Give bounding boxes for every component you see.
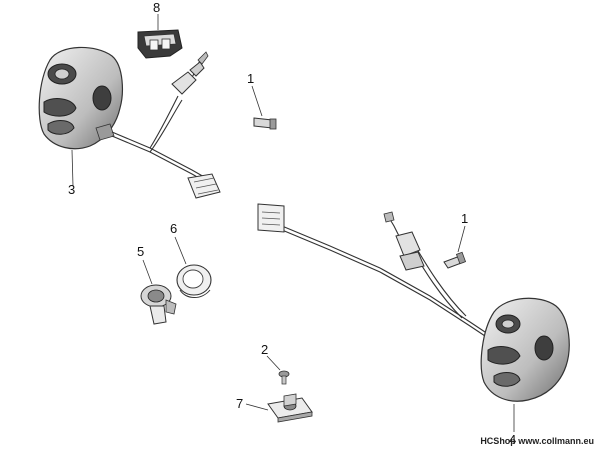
right-harness-plug [383,211,425,271]
leader-7 [245,403,269,411]
leader-6 [174,236,187,265]
callout-1-lower: 1 [461,211,469,226]
callout-2: 2 [261,342,269,357]
part-2-screw [278,370,290,385]
right-harness-connector [257,203,285,233]
callout-1-upper: 1 [247,71,255,86]
callout-4: 4 [509,432,517,447]
leader-5 [142,259,153,285]
callout-6: 6 [170,221,178,236]
leader-1a [251,85,263,117]
callout-8: 8 [153,0,161,15]
leader-1b [457,225,466,253]
part-7-clamp-plate [267,393,313,423]
part-3-left-switch-housing [38,46,123,150]
left-harness-connector [187,173,221,199]
part-8-switch-connector [137,29,183,59]
left-harness-plug [171,51,209,95]
part-6-ring-cover [176,264,212,298]
part-4-right-switch-housing [480,297,570,402]
leader-2 [266,355,281,371]
right-wiring-harness [281,215,495,343]
callout-7: 7 [236,396,244,411]
leader-3 [71,149,74,187]
callout-3: 3 [68,182,76,197]
part-1-bulb-upper [253,117,277,130]
part-5-switch-knob [140,284,177,325]
callout-5: 5 [137,244,145,259]
part-1-bulb-lower [443,251,467,269]
watermark: HCShop www.collmann.eu [480,436,594,446]
